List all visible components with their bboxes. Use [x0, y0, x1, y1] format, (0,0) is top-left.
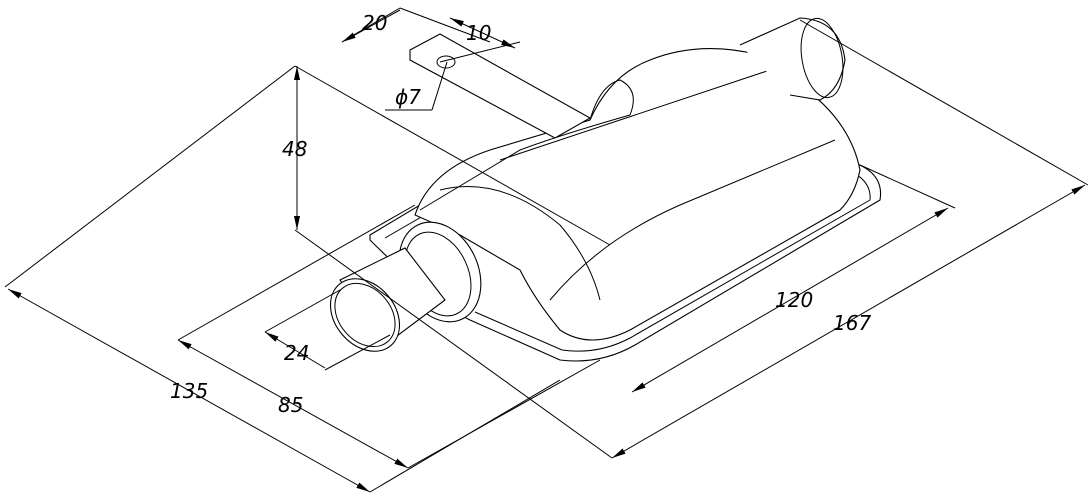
- dimension-lines: [4, 7, 1089, 493]
- dim-base-width: 85: [278, 393, 303, 417]
- dim-overall-width: 135: [170, 379, 208, 403]
- mounting-hole: [436, 55, 456, 69]
- muffler-body: [329, 17, 882, 362]
- dim-tab-width: 20: [362, 11, 387, 35]
- dim-hole-offset: 10: [466, 21, 491, 45]
- dim-base-length: 120: [775, 288, 813, 312]
- dimension-labels: 20 10 ϕ7 48 135 85 24 120 167: [170, 11, 871, 417]
- dim-height: 48: [282, 137, 307, 161]
- dim-overall-length: 167: [833, 311, 871, 335]
- dim-pipe-diameter: 24: [284, 341, 309, 365]
- dim-hole-diameter: ϕ7: [395, 85, 421, 109]
